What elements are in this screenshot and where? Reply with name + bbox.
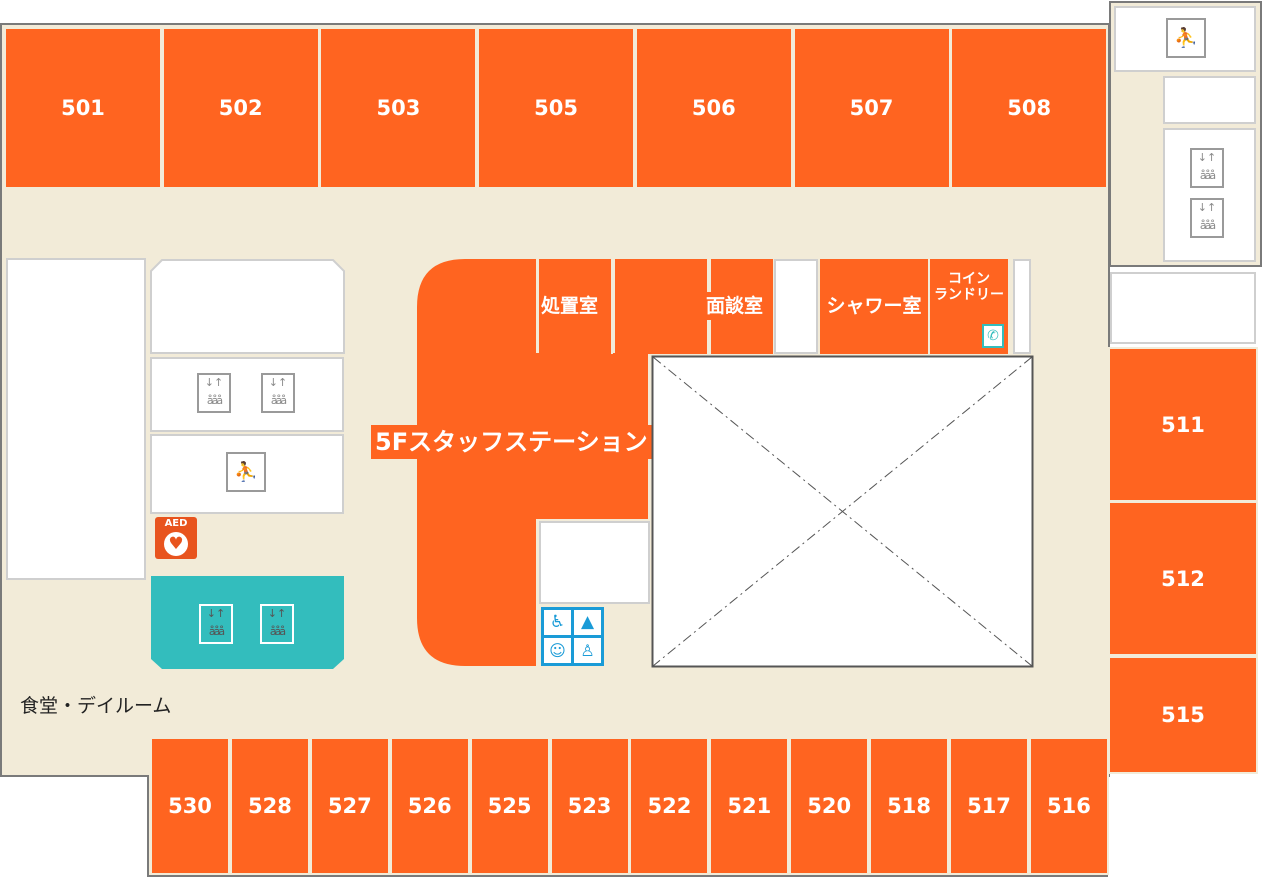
shower-room-label: シャワー室 [826,295,922,317]
aed-icon: AED ♥ [155,517,197,559]
utility-slot [1013,259,1031,354]
room-508[interactable]: 508 [950,27,1109,189]
shower-room [820,259,928,354]
storage-room-c [539,521,650,604]
phone-icon: ✆ [982,324,1004,348]
utility-room-ne [1163,76,1256,124]
toilet-icon: ▲ [574,610,601,635]
room-523[interactable]: 523 [549,737,630,875]
consult-room-label-box: 面談室 [704,292,766,320]
storage-room-w [6,258,146,580]
treatment-room-label-box: 処置室 [539,292,601,320]
room-unlabeled [615,259,709,354]
room-512[interactable]: 512 [1108,501,1258,656]
elevator-icon: ↓↑ååå [1190,198,1224,238]
room-505[interactable]: 505 [477,27,636,189]
room-501[interactable]: 501 [4,27,162,189]
room-w-upper [150,259,345,354]
room-522[interactable]: 522 [629,737,710,875]
coin-laundry-label: コイン ランドリー [930,271,1008,303]
room-517[interactable]: 517 [949,737,1029,875]
room-516[interactable]: 516 [1028,737,1109,875]
room-515[interactable]: 515 [1108,656,1258,774]
room-511[interactable]: 511 [1108,347,1258,502]
elevator-hall-w [150,357,344,432]
elevator-icon: ↓↑ååå [1190,148,1224,188]
staff-station-label: 5Fスタッフステーション [375,428,648,456]
room-503[interactable]: 503 [319,27,478,189]
room-507[interactable]: 507 [792,27,951,189]
aed-label: AED [164,518,188,529]
room-526[interactable]: 526 [389,737,470,875]
elevator-icon: ↓↑ååå [261,373,295,413]
elevator-icon: ↓↑ååå [199,604,233,644]
room-521[interactable]: 521 [709,737,790,875]
stairs-icon: ⛹ [226,452,266,492]
baby-icon: ☺ [544,638,571,663]
elevator-hall-sw [151,576,344,669]
room-527[interactable]: 527 [309,737,390,875]
room-528[interactable]: 528 [229,737,310,875]
room-518[interactable]: 518 [869,737,950,875]
wheelchair-icon: ♿ [544,610,571,635]
elevator-icon: ↓↑ååå [197,373,231,413]
room-520[interactable]: 520 [789,737,870,875]
consult-room-label: 面談室 [706,295,764,317]
stairs-icon: ⛹ [1166,18,1206,58]
utility-room-e [1110,272,1256,344]
room-525[interactable]: 525 [469,737,550,875]
coin-laundry-line2: ランドリー [934,287,1004,303]
treatment-room-label: 処置室 [541,295,599,317]
utility-closet [774,259,818,354]
room-506[interactable]: 506 [634,27,793,189]
atrium-void [651,355,1034,668]
room-502[interactable]: 502 [161,27,320,189]
multipurpose-restroom: ♿ ▲ ☺ ♙ [541,607,604,666]
dining-dayroom-label: 食堂・デイルーム [20,695,172,717]
baby-changing-icon: ♙ [574,638,601,663]
staff-station-label-box: 5Fスタッフステーション [371,425,652,459]
elevator-icon: ↓↑ååå [260,604,294,644]
staff-station [417,259,648,666]
room-530[interactable]: 530 [150,737,230,875]
coin-laundry-line1: コイン [948,271,990,287]
